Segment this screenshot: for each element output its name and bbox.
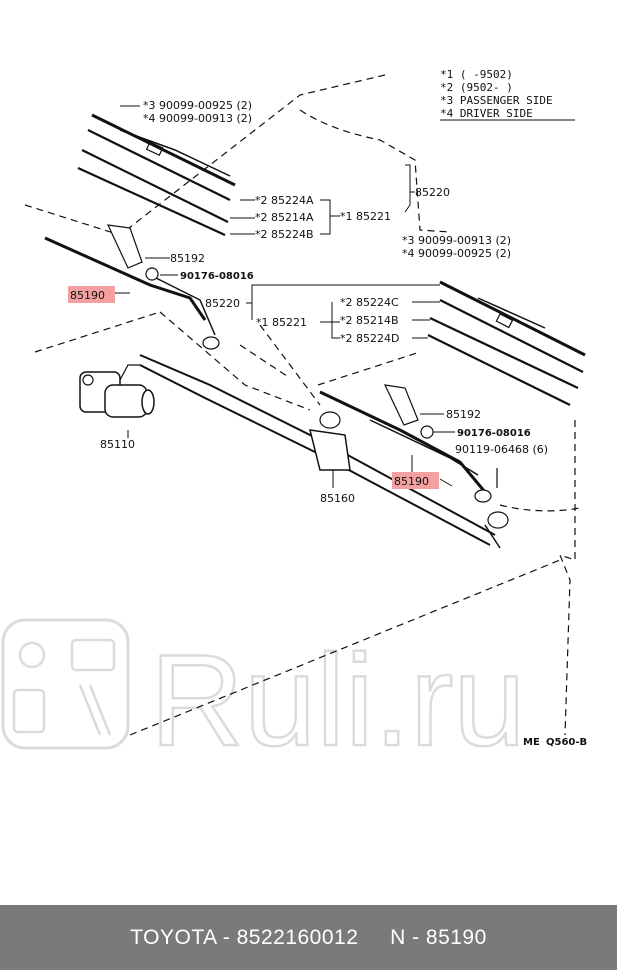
watermark-text: Ruli.ru — [150, 627, 526, 773]
note-1: *1 ( -9502) — [440, 68, 513, 81]
upper-blade-assembly — [77, 113, 236, 237]
label-upper-screw-a: *3 90099-00925 (2) — [143, 99, 252, 112]
label-upper-screw-b: *4 90099-00913 (2) — [143, 112, 252, 125]
highlight-left-85190 — [68, 286, 115, 303]
label-left-90176: 90176-08016 — [180, 271, 254, 282]
left-wiper-arm — [44, 224, 220, 350]
body-outline — [24, 74, 581, 736]
right-wiper-arm — [319, 384, 498, 503]
label-code-me: ME — [523, 737, 540, 748]
note-4: *4 DRIVER SIDE — [440, 107, 533, 120]
footer-part-number: TOYOTA - 8522160012 N - 85190 — [130, 925, 487, 949]
watermark-logo-frame — [1, 618, 130, 750]
shock-absorber-icon — [78, 684, 112, 736]
wiper-linkage — [139, 354, 509, 549]
label-link-85160: 85160 — [320, 492, 355, 505]
label-upper-85220: 85220 — [415, 186, 450, 199]
car-door-icon — [70, 638, 116, 672]
label-mid-85221: *1 85221 — [256, 316, 307, 329]
label-upper-85224a: *2 85224A — [255, 194, 314, 207]
wiper-motor — [79, 364, 155, 418]
label-upper-85214a: *2 85214A — [255, 211, 314, 224]
headlight-icon — [18, 641, 46, 669]
label-right-screw-a: *3 90099-00913 (2) — [402, 234, 511, 247]
oil-bottle-icon — [12, 688, 46, 734]
label-mid-85224c: *2 85224C — [340, 296, 399, 309]
label-code-q: Q560-B — [546, 737, 587, 748]
label-right-90119: 90119-06468 (6) — [455, 443, 548, 456]
parts-diagram: Ruli.ru — [1, 68, 587, 774]
label-mid-85224d: *2 85224D — [340, 332, 399, 345]
label-right-90176: 90176-08016 — [457, 428, 531, 439]
label-right-85190: 85190 — [394, 475, 429, 488]
label-upper-85224b: *2 85224B — [255, 228, 314, 241]
label-left-85190: 85190 — [70, 289, 105, 302]
highlight-right-85190 — [392, 472, 439, 489]
label-motor-85110: 85110 — [100, 438, 135, 451]
label-left-85192: 85192 — [170, 252, 205, 265]
label-right-85192: 85192 — [446, 408, 481, 421]
right-blade-assembly — [427, 280, 586, 406]
footer-bar: TOYOTA - 8522160012 N - 85190 — [0, 905, 617, 970]
note-3: *3 PASSENGER SIDE — [440, 94, 553, 107]
label-mid-85220: 85220 — [205, 297, 240, 310]
label-upper-85221: *1 85221 — [340, 210, 391, 223]
label-right-screw-b: *4 90099-00925 (2) — [402, 247, 511, 260]
label-mid-85214b: *2 85214B — [340, 314, 399, 327]
watermark: Ruli.ru — [1, 618, 527, 774]
leader-lines — [115, 105, 455, 488]
note-2: *2 (9502- ) — [440, 81, 513, 94]
